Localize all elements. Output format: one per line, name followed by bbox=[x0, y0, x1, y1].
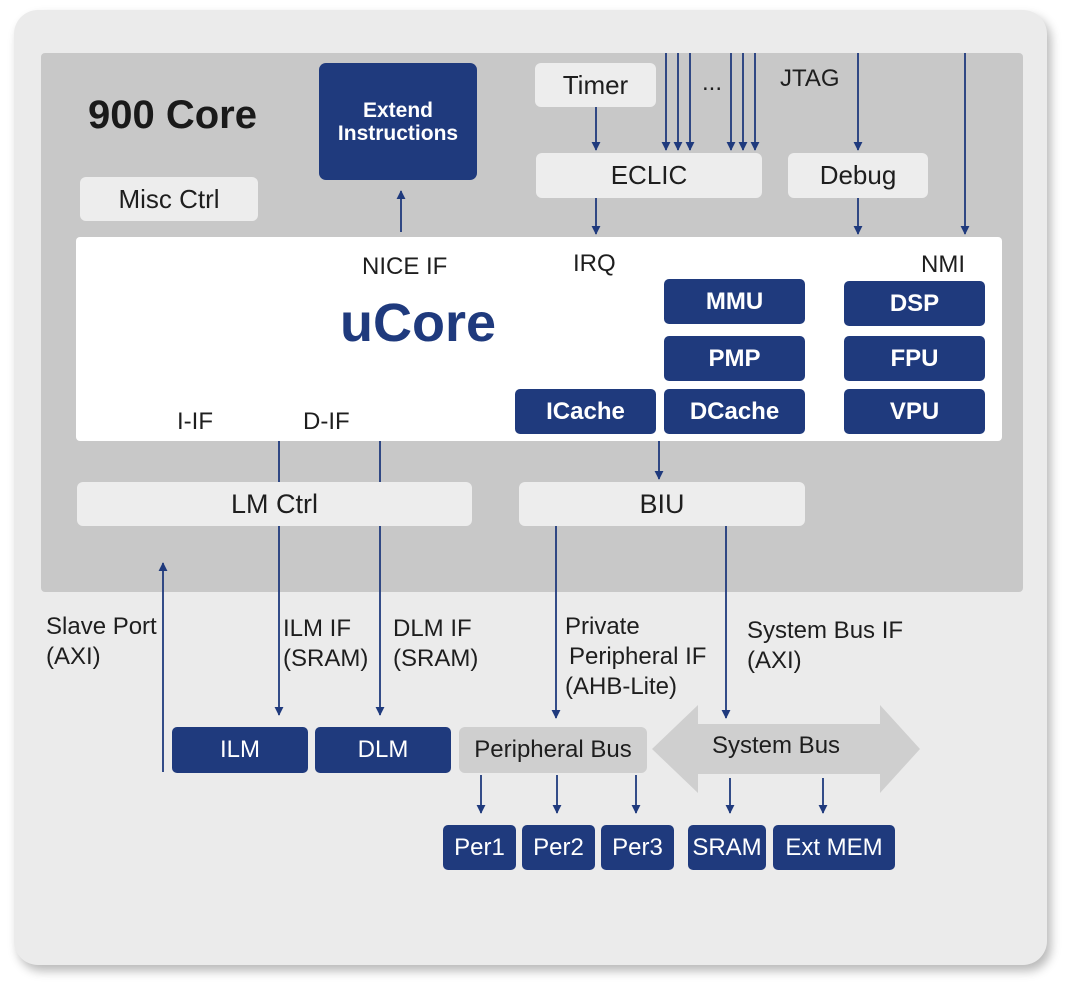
system-bus-if-label: System Bus IF(AXI) bbox=[747, 617, 904, 674]
lm-ctrl-block: LM Ctrl bbox=[77, 482, 472, 526]
dcache-block: DCache bbox=[664, 389, 805, 434]
nice-if-label: NICE IF bbox=[362, 253, 448, 280]
biu-block: BIU bbox=[519, 482, 805, 526]
i-if-label: I-IF bbox=[177, 408, 213, 435]
peripheral-bus-block: Peripheral Bus bbox=[459, 727, 647, 773]
core-title: 900 Core bbox=[88, 93, 257, 137]
misc-ctrl-block: Misc Ctrl bbox=[80, 177, 258, 221]
jtag-label: JTAG bbox=[780, 65, 840, 92]
system-bus-label: System Bus bbox=[712, 732, 841, 759]
icache-block: ICache bbox=[515, 389, 656, 434]
private-peripheral-if-label: Private Peripheral IF (AHB-Lite) bbox=[565, 613, 707, 700]
d-if-label: D-IF bbox=[303, 408, 350, 435]
ilm-block: ILM bbox=[172, 727, 308, 773]
ilm-if-label: ILM IF(SRAM) bbox=[283, 615, 369, 672]
ucore-title: uCore bbox=[340, 293, 497, 353]
sram-block: SRAM bbox=[688, 825, 766, 870]
per3-block: Per3 bbox=[601, 825, 674, 870]
extend-instructions-label: Extend Instructions bbox=[337, 98, 459, 145]
fpu-block: FPU bbox=[844, 336, 985, 381]
nmi-label: NMI bbox=[921, 251, 965, 278]
debug-block: Debug bbox=[788, 153, 928, 198]
system-bus-arrow bbox=[652, 705, 920, 793]
irq-label: IRQ bbox=[573, 250, 616, 277]
per2-block: Per2 bbox=[522, 825, 595, 870]
pmp-block: PMP bbox=[664, 336, 805, 381]
extend-instructions-block: Extend Instructions bbox=[319, 63, 477, 180]
ext-mem-block: Ext MEM bbox=[773, 825, 895, 870]
ellipsis-label: ... bbox=[702, 69, 723, 96]
dlm-if-label: DLM IF(SRAM) bbox=[393, 615, 479, 672]
per1-block: Per1 bbox=[443, 825, 516, 870]
timer-block: Timer bbox=[535, 63, 656, 107]
eclic-block: ECLIC bbox=[536, 153, 762, 198]
dsp-block: DSP bbox=[844, 281, 985, 326]
slave-port-label: Slave Port(AXI) bbox=[46, 613, 157, 670]
vpu-block: VPU bbox=[844, 389, 985, 434]
mmu-block: MMU bbox=[664, 279, 805, 324]
dlm-block: DLM bbox=[315, 727, 451, 773]
